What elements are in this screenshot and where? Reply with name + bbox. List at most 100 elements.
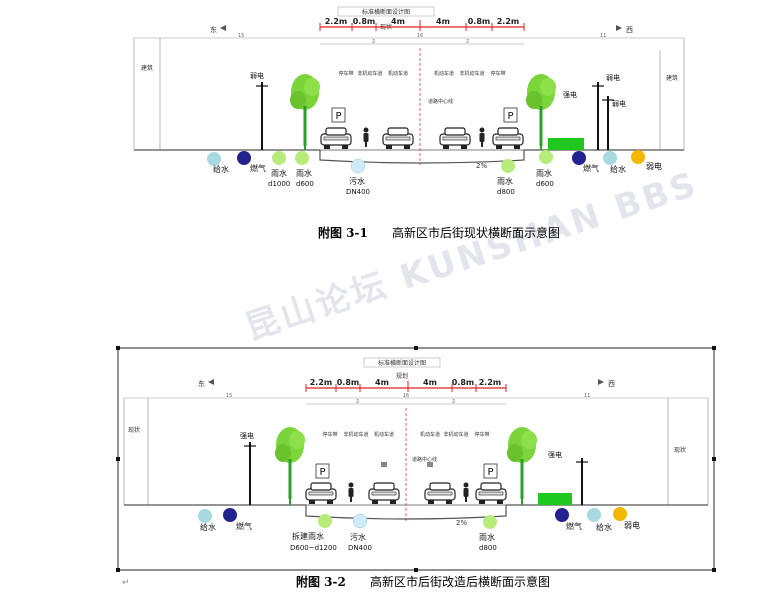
fig2-bike-right-icon [463,482,469,502]
svg-text:P: P [335,111,341,122]
fig2-banner: 标准横断面设计图 [378,359,426,367]
fig1-pipe-rain-1 [272,151,286,165]
fig2-hedge [538,493,572,505]
fig2-side-right: 现状 [674,446,686,454]
fig2-pipe-rain-1-size: D600~d1200 [290,544,337,552]
fig1-pipe-rain-1-label: 雨水 [271,168,287,178]
fig1-direction-left: 东 [210,25,217,34]
svg-text:P: P [319,467,325,478]
fig1-caption-title: 高新区市后街现状横断面示意图 [392,226,561,240]
fig1-direction-right: 西 [626,26,633,34]
fig1-lane-2: 机动车道 [388,70,408,77]
fig2-caption-title: 高新区市后街改造后横断面示意图 [370,575,551,589]
fig2-dim-center: 16 [403,393,409,399]
paragraph-mark: ↵ [122,578,130,588]
fig2-pipe-rain-3-label: 雨水 [479,532,495,542]
fig1-car-2-icon [382,127,414,150]
fig1-pipe-rain-3-size: d800 [497,188,515,196]
fig2-car-2-icon [368,482,400,505]
fig2-status: 规划 [396,372,408,380]
fig2-pipe-rain-3-size: d800 [479,544,497,552]
fig1-pipe-gas-right [572,151,586,165]
fig1-power-right-2: 弱电 [606,73,620,82]
fig1-dim-lane-right: 2 [466,39,469,45]
fig2-dim-0: 2.2m [310,378,333,387]
fig1-pipe-gas-right-label: 燃气 [583,163,599,173]
fig1-pipe-rain-4-label: 雨水 [536,168,552,178]
fig1-centerline-label: 道路中心线 [428,98,453,105]
watermark: 昆山论坛 KUNSHAN BBS [240,164,703,348]
fig1-side-right: 建筑 [666,74,678,82]
fig2-arrow-left-icon [208,379,214,385]
fig1-dim-1: 0.8m [353,17,376,26]
fig2-pipe-rain-1 [318,514,332,528]
fig2-power-right: 强电 [548,450,562,459]
fig2-pipe-water-right-label: 给水 [596,522,612,532]
fig1-dim-3: 4m [436,17,450,26]
fig1-parking-sign-left-icon [331,107,346,123]
fig2-caption-number: 附图 3-2 [296,575,346,589]
fig1-bike-left-icon [363,127,369,147]
fig1-car-4-icon [492,127,524,150]
fig2-car-1-icon [305,482,337,505]
fig2-dim-2: 4m [375,378,389,387]
fig1-arrow-left-icon [220,25,226,31]
fig2-pipe-rain-1-label: 拆建雨水 [292,531,324,541]
fig1-dim-side-left: 15 [238,33,244,39]
fig2-dim-3: 4m [423,378,437,387]
fig1-pipe-rain-3-label: 雨水 [497,176,513,186]
fig2-pipe-sewage-label: 污水 [350,532,366,542]
fig2-pipe-power-label: 弱电 [624,520,640,530]
fig2-power-left: 强电 [240,431,254,440]
fig2-lane-5: 停车带 [474,431,489,438]
fig1-pipe-rain-1-size: d1000 [268,180,290,188]
fig2-dim-lane-left: 2 [356,399,359,405]
fig1-lane-3: 机动车道 [434,70,454,77]
fig2-side-left: 现状 [128,426,140,434]
fig2-dim-4: 0.8m [452,378,475,387]
svg-text:P: P [487,467,493,478]
fig2-road-surface [305,505,507,520]
fig1-caption-number: 附图 3-1 [318,226,368,240]
fig1-parking-sign-right-icon [503,107,518,123]
fig1-pipe-rain-3 [501,159,515,173]
fig2-lane-1: 非机动车道 [343,431,368,438]
fig1-dim-2: 4m [391,17,405,26]
fig1-pipe-water-left [207,152,221,166]
fig1-power-right-3: 弱电 [612,99,626,108]
fig2-dim-1: 0.8m [337,378,360,387]
fig2-car-4-icon [475,482,507,505]
fig2-pipe-gas-left [223,508,237,522]
fig1-lane-4: 非机动车道 [459,70,484,77]
fig1-power-right-1: 强电 [563,90,577,99]
svg-text:P: P [507,111,513,122]
fig1-road-surface [319,150,525,164]
fig1-car-1-icon [320,127,352,150]
fig2-lane-marker-right [427,462,433,467]
fig1-pipe-power-label: 弱电 [646,161,662,171]
fig2-lane-marker-left [381,462,387,467]
fig1-pipe-sewage-size: DN400 [346,188,370,196]
fig1-hedge [548,138,584,150]
fig1-side-left: 建筑 [141,64,153,72]
fig1-pipe-sewage [350,158,366,174]
fig2-direction-left: 东 [198,379,205,388]
fig2-arrow-right-icon [598,379,604,385]
fig1-arrow-right-icon [616,25,622,31]
fig2-lane-2: 机动车道 [374,431,394,438]
fig1-dim-5: 2.2m [497,17,520,26]
fig1-pipe-rain-2-size: d600 [296,180,314,188]
fig1-dim-side-right: 11 [600,33,606,39]
figure-2: 标准横断面设计图 规划 东 西 2.2m 0.8m 4m 4m 0.8m 2.2… [116,346,716,572]
fig2-pipe-sewage [352,513,368,529]
fig2-car-3-icon [424,482,456,505]
fig2-pipe-gas-right [555,508,569,522]
fig2-slope: 2% [456,519,467,527]
fig1-dim-0: 2.2m [325,17,348,26]
fig2-dim-5: 2.2m [479,378,502,387]
fig2-pipe-water-left [198,509,212,523]
fig2-pipe-water-right [587,508,601,522]
fig2-centerline-label: 道路中心线 [412,456,437,463]
